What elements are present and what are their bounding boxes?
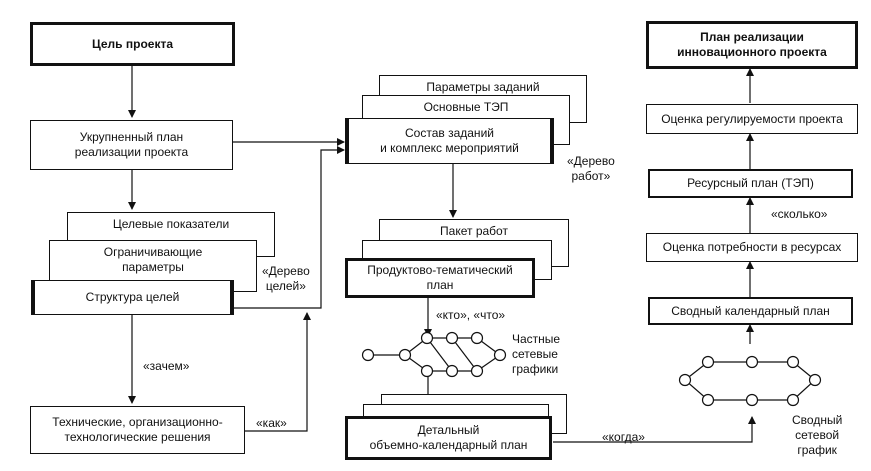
enlarged-plan-box: Укрупненный план реализации проекта [30,120,233,170]
regulation-text: Оценка регулируемости проекта [661,111,843,126]
resource-plan-text: Ресурсный план (ТЭП) [687,176,814,190]
thematic-plan-line-1: Продуктово-тематический [367,263,513,277]
task-composition-line-2: и комплекс мероприятий [380,141,519,155]
partial-networks-label: Частные сетевые графики [512,332,561,376]
task-composition-line-1: Состав заданий [405,126,494,140]
goal-structure-box: Структура целей [31,280,234,315]
enlarged-plan-line-2: реализации проекта [74,145,189,159]
project-goal-text: Цель проекта [91,36,174,51]
work-package-text: Пакет работ [440,224,508,238]
arrow-structure-tasks [233,146,345,309]
resource-needs-text: Оценка потребности в ресурсах [662,240,842,254]
goal-structure-text: Структура целей [85,290,180,304]
target-indicators-text: Целевые показатели [112,217,230,231]
task-parameters-text: Параметры заданий [426,80,540,94]
enlarged-plan-line-1: Укрупненный план [79,130,184,144]
detailed-plan-box: Детальный объемно-календарный план [345,416,552,460]
arrow-detailed-summary-network [553,416,756,443]
when-label: «когда» [602,430,645,444]
regulation-box: Оценка регулируемости проекта [646,104,858,134]
arrow-solutions-structure [245,312,311,432]
how-label: «как» [256,416,287,430]
technical-solutions-line-2: технологические решения [64,430,211,444]
why-label: «зачем» [143,359,190,373]
technical-solutions-line-1: Технические, организационно- [52,415,223,429]
summary-network-nodes [678,355,822,407]
how-much-label: «сколько» [771,207,828,221]
summary-calendar-box: Сводный календарный план [648,297,853,325]
work-tree-label: «Дерево работ» [567,154,615,183]
task-composition-box: Состав заданий и комплекс мероприятий [345,118,554,164]
final-plan-line-1: План реализации [700,30,804,44]
resource-plan-box: Ресурсный план (ТЭП) [648,169,853,198]
main-tep-text: Основные ТЭП [423,100,509,114]
who-what-label: «кто», «что» [436,308,506,322]
limiting-params-line-2: параметры [122,260,184,274]
summary-calendar-text: Сводный календарный план [671,303,830,318]
thematic-plan-box: Продуктово-тематический план [345,258,535,298]
final-plan-line-2: инновационного проекта [677,45,827,59]
limiting-params-line-1: Ограничивающие [103,245,203,259]
partial-network-nodes [361,331,507,378]
summary-network-label: Сводный сетевой график [792,413,843,457]
thematic-plan-line-2: план [426,278,454,292]
goal-tree-label: «Дерево целей» [262,264,310,293]
detailed-plan-line-1: Детальный [417,423,480,437]
detailed-plan-line-2: объемно-календарный план [369,438,528,452]
resource-needs-box: Оценка потребности в ресурсах [646,233,858,262]
technical-solutions-box: Технические, организационно- технологиче… [30,406,245,454]
project-goal-box: Цель проекта [30,22,235,66]
final-plan-box: План реализации инновационного проекта [646,21,858,69]
